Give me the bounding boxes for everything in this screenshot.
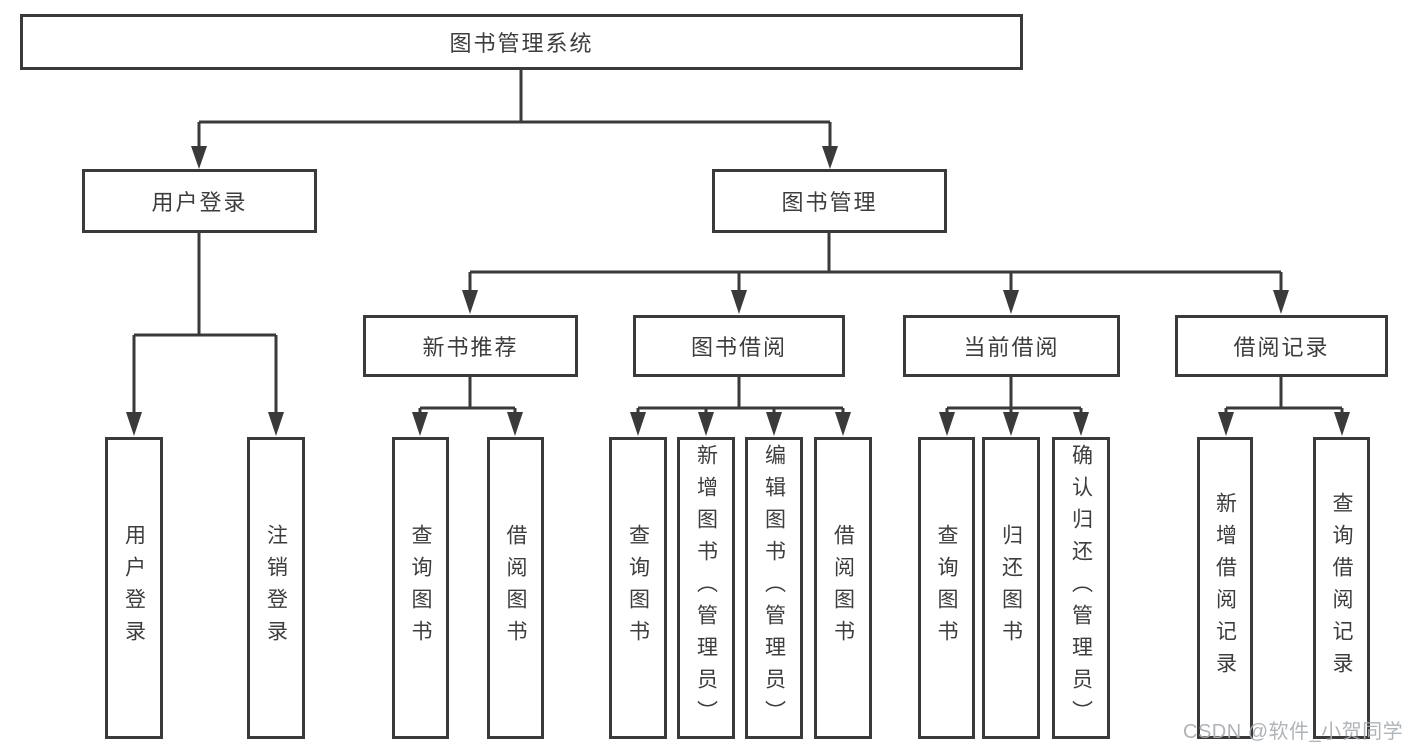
node-book-management: 图书管理 [712,169,947,233]
leaf-current-query-books: 查询图书 [918,437,975,739]
node-label: 借阅记录 [1233,335,1330,360]
leaf-label: 用户登录 [122,524,146,652]
leaf-label: 新增图书（管理员） [694,444,718,732]
connector-book-management-split [468,233,1283,294]
leaf-label: 查询借阅记录 [1330,492,1353,684]
csdn-watermark: CSDN @软件_小贺同学 [1183,721,1404,743]
leaf-label: 借阅图书 [831,524,855,652]
leaf-add-books-admin: 新增图书（管理员） [677,437,735,739]
node-label: 图书管理 [781,190,878,215]
leaf-label: 确认归还（管理员） [1069,444,1093,732]
node-new-book-recommend: 新书推荐 [363,315,578,377]
leaf-label: 查询图书 [935,524,958,652]
node-user-login: 用户登录 [82,169,317,233]
leaf-return-books: 归还图书 [982,437,1040,739]
leaf-borrowing-borrow-books: 借阅图书 [814,437,872,739]
node-borrowing-records: 借阅记录 [1175,315,1388,377]
leaf-recommend-borrow-books: 借阅图书 [487,437,544,739]
node-current-borrowing: 当前借阅 [903,315,1120,377]
leaf-label: 注销登录 [264,524,288,652]
leaf-label: 新增借阅记录 [1213,492,1237,684]
node-label: 图书借阅 [690,335,787,360]
node-library-management-system: 图书管理系统 [20,14,1023,70]
leaf-label: 查询图书 [626,524,650,652]
connector-new-book-recommend-split [418,377,517,416]
arrowheads [126,146,1350,436]
connector-root-split [197,70,832,150]
leaf-borrowing-query-books: 查询图书 [609,437,667,739]
node-label: 新书推荐 [422,335,519,360]
leaf-user-login: 用户登录 [105,437,163,739]
node-label: 图书管理系统 [449,31,594,56]
leaf-label: 查询图书 [409,524,432,652]
node-label: 用户登录 [151,190,248,215]
leaf-edit-books-admin: 编辑图书（管理员） [745,437,803,739]
leaf-recommend-query-books: 查询图书 [392,437,449,739]
leaf-query-borrow-record: 查询借阅记录 [1313,437,1370,739]
leaf-logout: 注销登录 [247,437,305,739]
connector-book-borrowing-split [636,377,845,416]
leaf-label: 归还图书 [999,524,1023,652]
leaf-label: 编辑图书（管理员） [762,444,786,732]
connector-user-login-split [132,233,278,416]
leaf-confirm-return-admin: 确认归还（管理员） [1052,437,1110,739]
node-book-borrowing: 图书借阅 [633,315,845,377]
leaf-label: 借阅图书 [504,524,527,652]
node-label: 当前借阅 [963,335,1060,360]
leaf-add-borrow-record: 新增借阅记录 [1197,437,1253,739]
connector-borrowing-records-split [1224,377,1344,416]
connector-current-borrowing-split [945,377,1083,416]
